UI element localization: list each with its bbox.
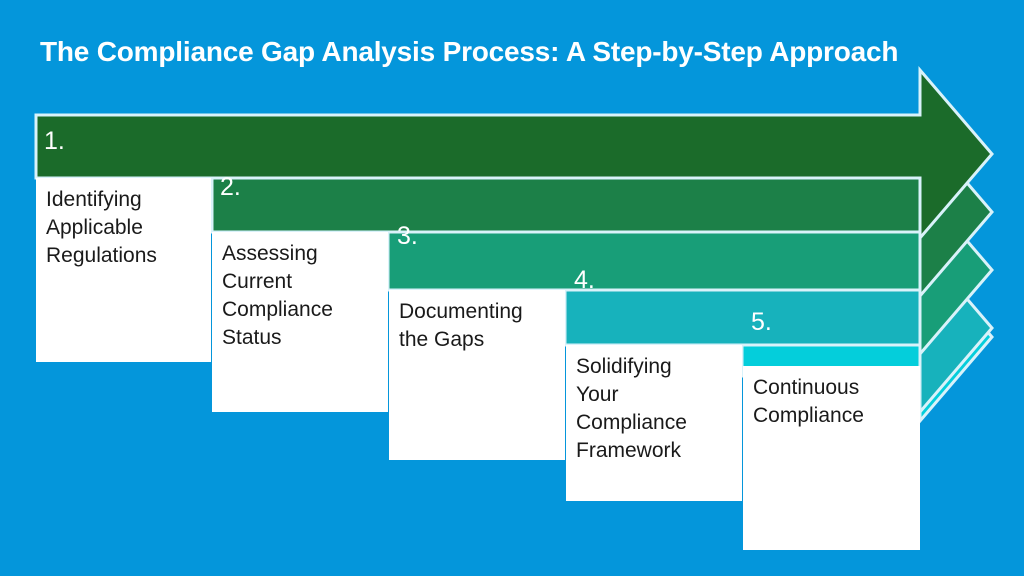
step-label-3: Documenting the Gaps	[399, 300, 523, 351]
step-card-2[interactable]: Assessing Current Compliance Status	[212, 232, 388, 412]
step-number-1: 1.	[44, 127, 65, 155]
step-label-1: Identifying Applicable Regulations	[46, 188, 157, 267]
step-card-3[interactable]: Documenting the Gaps	[389, 290, 565, 460]
step-number-3: 3.	[397, 222, 418, 250]
step-card-4[interactable]: Solidifying Your Compliance Framework	[566, 345, 742, 501]
step-card-5[interactable]: Continuous Compliance	[743, 366, 920, 550]
step-number-4: 4.	[574, 266, 595, 294]
step-number-5: 5.	[751, 308, 772, 336]
step-number-2: 2.	[220, 173, 241, 201]
step-label-2: Assessing Current Compliance Status	[222, 242, 333, 349]
step-label-4: Solidifying Your Compliance Framework	[576, 355, 687, 462]
page-title: The Compliance Gap Analysis Process: A S…	[40, 36, 899, 67]
step-label-5: Continuous Compliance	[753, 376, 864, 427]
step-card-1[interactable]: Identifying Applicable Regulations	[36, 178, 211, 362]
